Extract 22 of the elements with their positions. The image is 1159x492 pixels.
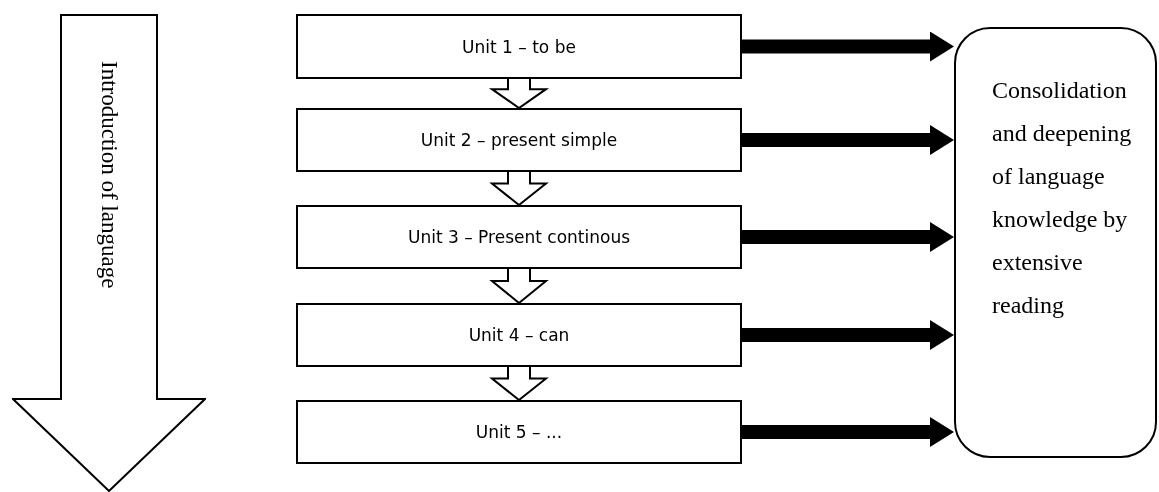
process-box: [296, 205, 742, 269]
process-box: [296, 108, 742, 172]
block-arrow: [488, 78, 550, 110]
thick-arrow: [742, 320, 954, 350]
box-label: Unit 5 – ...: [475, 422, 563, 442]
block-arrow: [489, 268, 549, 305]
thick-arrow: [742, 125, 954, 155]
process-box: [296, 303, 742, 367]
thick-arrow: [742, 31, 954, 62]
box-label: Unit 3 – Present continous: [407, 227, 630, 247]
box-label: Unit 4 – can: [468, 325, 570, 345]
thick-arrow: [742, 417, 954, 447]
arrow-label: Introduction of language: [96, 61, 122, 289]
process-box: [296, 400, 742, 464]
box-text: Consolidation and deepening of language knowledge by extensive reading: [992, 76, 1133, 320]
block-arrow: [489, 171, 549, 207]
box-label: Unit 1 – to be: [462, 36, 576, 57]
thick-arrow: [742, 222, 954, 252]
box-label: Unit 2 – present simple: [420, 130, 618, 150]
process-box: [296, 14, 742, 79]
rounded-box: [954, 27, 1157, 458]
block-arrow: [489, 366, 549, 402]
